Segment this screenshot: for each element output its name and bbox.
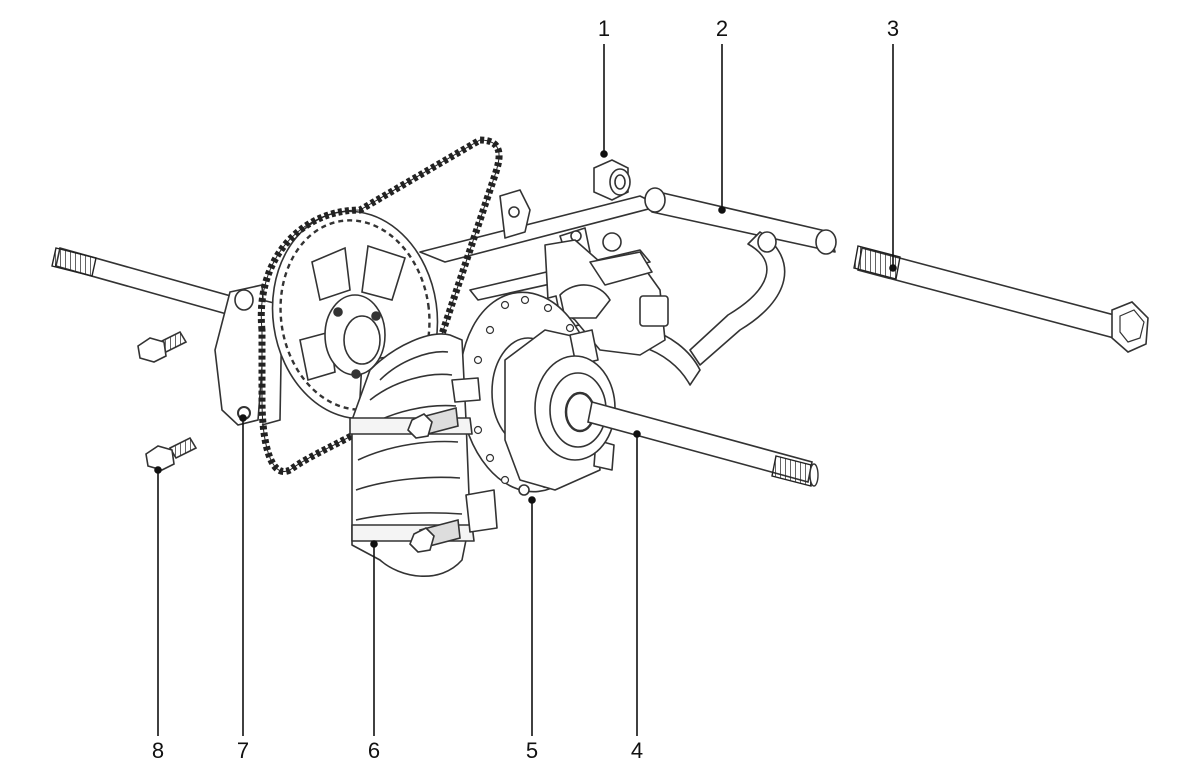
rear-axle-left <box>51 247 253 321</box>
callout-6: 6 <box>367 738 381 763</box>
rear-axle-right <box>587 401 819 487</box>
callout-4: 4 <box>630 738 644 763</box>
chain-guard-bolts <box>407 406 461 553</box>
callout-7: 7 <box>236 738 250 763</box>
callout-8: 8 <box>151 738 165 763</box>
leader-lines <box>154 44 897 736</box>
callout-5: 5 <box>525 738 539 763</box>
pivot-bolt <box>853 245 1149 353</box>
callout-3: 3 <box>886 16 900 41</box>
bushing <box>593 159 631 201</box>
rear-hub <box>504 329 616 496</box>
callout-2: 2 <box>715 16 729 41</box>
bearing-carrier-left <box>214 284 283 426</box>
flange-bolts <box>137 330 198 471</box>
callout-1: 1 <box>597 16 611 41</box>
chain-guard <box>349 333 498 578</box>
